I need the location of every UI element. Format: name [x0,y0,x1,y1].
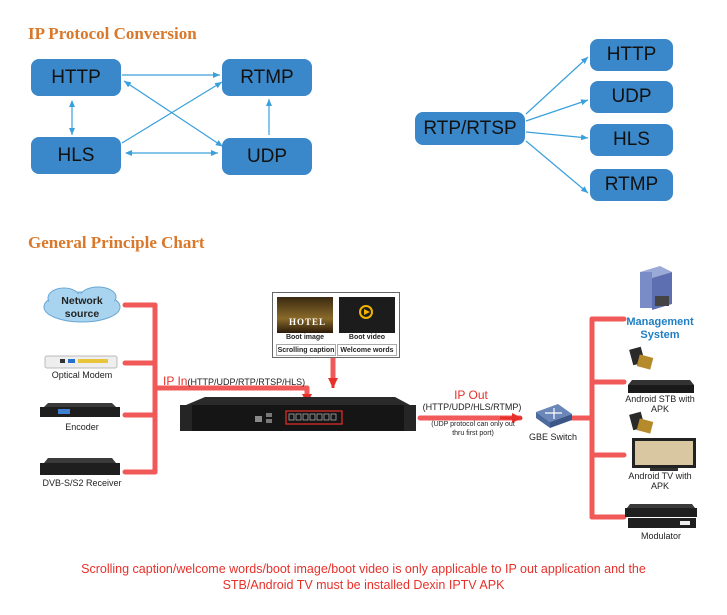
management-line1: Management [626,316,694,328]
ip-out-note-line2: thru first port) [452,430,494,437]
node-target-hls: HLS [590,124,673,156]
ip-out-note-line1: (UDP protocol can only out [431,421,515,428]
ip-in-title: IP In [163,374,188,388]
footnote-line1: Scrolling caption/welcome words/boot ima… [81,562,646,576]
node-rtp-rtsp: RTP/RTSP [415,112,525,145]
play-icon [359,305,373,319]
optical-modem-label: Optical Modem [51,370,113,380]
node-target-http: HTTP [590,39,673,71]
ip-in-label: IP In(HTTP/UDP/RTP/RTSP/HLS) [163,372,305,390]
management-server-icon [640,266,672,310]
encoder-label: Encoder [65,422,99,432]
network-cloud-icon [43,286,121,323]
tv-line2: APK [650,481,669,491]
boot-video-thumbnail [339,297,395,333]
arrow-rtsp-http [525,56,589,115]
node-target-udp: UDP [590,81,673,113]
arrow-udp-http [123,80,223,147]
boot-video-label: Boot video [348,334,386,341]
stb-line2: APK [650,404,669,414]
arrow-rtsp-rtmp [525,140,589,194]
arrow-rtsp-udp [525,99,589,122]
network-source-label: Network source [61,295,103,320]
android-tv-icon [629,411,696,471]
ip-out-title: IP Out [454,388,488,402]
gbe-switch-icon [536,404,572,428]
dvb-receiver-icon [40,458,120,475]
dvb-receiver-label: DVB-S/S2 Receiver [42,478,122,488]
android-tv-label: Android TV with APK [618,471,702,491]
footnote-line2: STB/Android TV must be installed Dexin I… [222,578,505,592]
media-features-panel: HOTEL Boot image Boot video Scrolling ca… [272,292,400,358]
management-system-label: Management System [620,316,700,342]
management-line2: System [640,329,680,341]
node-http: HTTP [31,59,121,96]
welcome-words-label: Welcome words [337,344,397,356]
android-stb-icon [628,346,694,393]
ip-in-protocols: (HTTP/UDP/RTP/RTSP/HLS) [187,377,306,387]
node-rtmp: RTMP [222,59,312,96]
section-title-principle-chart: General Principle Chart [28,233,205,252]
node-hls: HLS [31,137,121,174]
modulator-label: Modulator [640,531,682,541]
iptv-gateway-device-icon [180,397,416,431]
modulator-icon [625,504,697,528]
node-udp: UDP [222,138,312,175]
ip-out-protocols: (HTTP/UDP/HLS/RTMP) [422,402,522,412]
tv-line1: Android TV with [628,471,692,481]
gbe-switch-label: GBE Switch [528,432,577,442]
boot-image-thumbnail: HOTEL [277,297,333,333]
stb-line1: Android STB with [625,394,695,404]
section-title-protocol-conversion: IP Protocol Conversion [28,24,197,43]
boot-image-label: Boot image [285,334,325,341]
encoder-icon [40,403,120,417]
arrow-rtsp-hls [525,131,589,141]
hotel-text: HOTEL [289,317,327,327]
optical-modem-icon [44,355,118,369]
android-stb-label: Android STB with APK [618,394,702,414]
scrolling-caption-label: Scrolling caption [276,344,336,356]
node-target-rtmp: RTMP [590,169,673,201]
